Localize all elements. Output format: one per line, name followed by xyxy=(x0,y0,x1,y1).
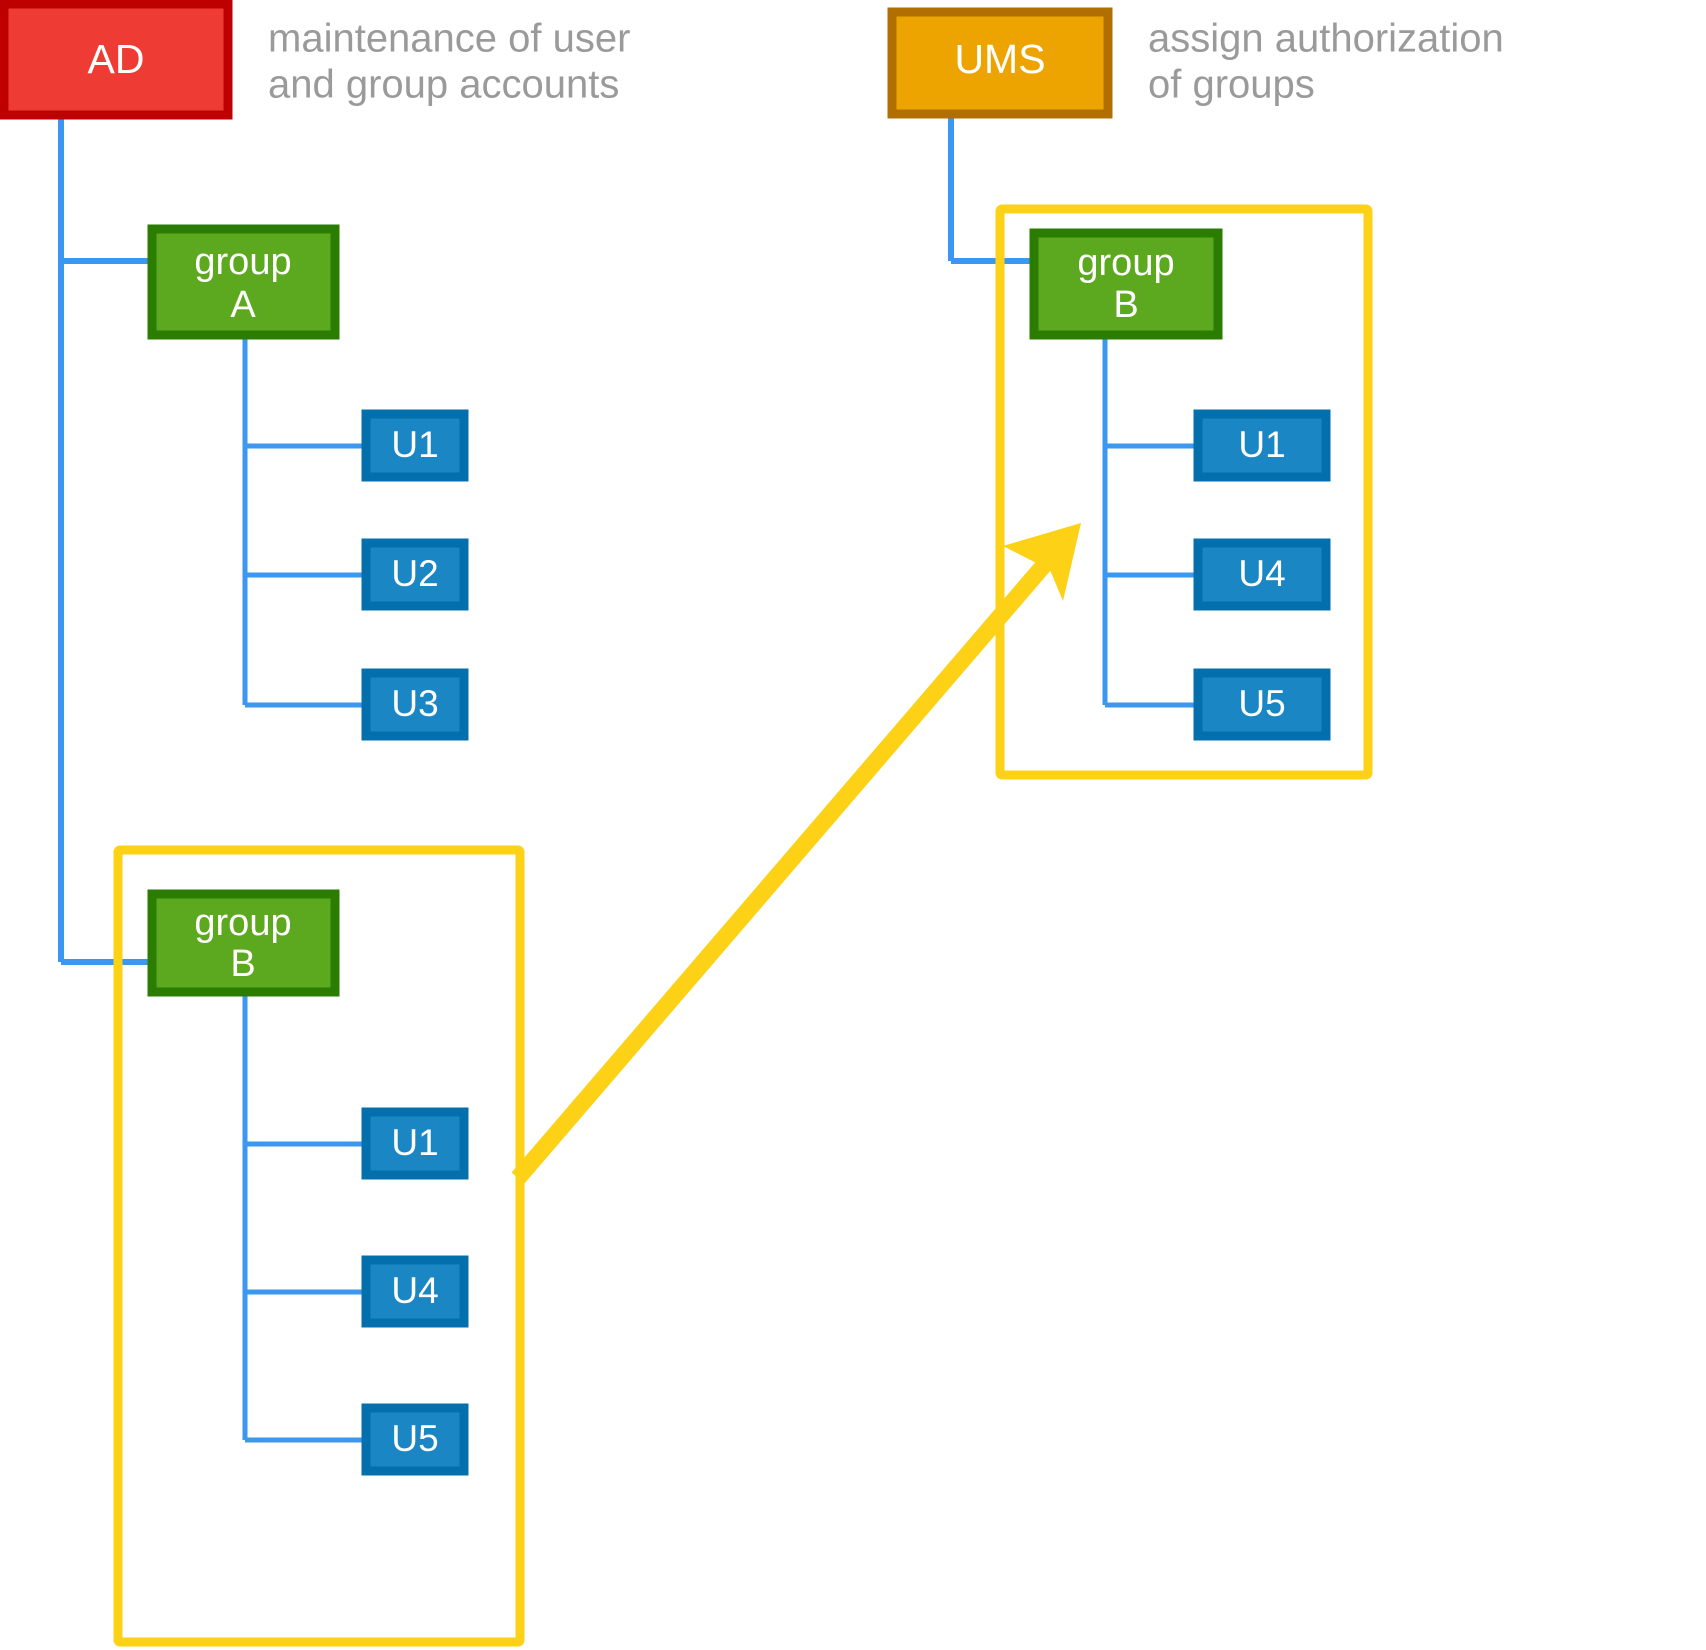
ums-group-b-box[interactable] xyxy=(1029,228,1223,340)
ad-group-b-u5-box[interactable] xyxy=(361,1403,469,1476)
ad-group-b-u1-box[interactable] xyxy=(361,1107,469,1180)
ad-group-a-u3-label: U3 xyxy=(391,683,438,724)
ums-connector-lines xyxy=(948,118,1033,264)
sync-arrow-head xyxy=(1003,523,1081,601)
ad-box[interactable] xyxy=(0,0,233,120)
ad-group-b-box[interactable] xyxy=(147,889,340,997)
ums-group-b-highlight-frame xyxy=(995,204,1373,780)
ums-annotation-line2: of groups xyxy=(1148,63,1315,107)
ums-group-b-u5-label: U5 xyxy=(1238,683,1285,724)
ad-group-b-member-u5[interactable]: U5 xyxy=(361,1403,469,1476)
ad-connector-lines xyxy=(58,119,150,965)
ad-annotation-line2: and group accounts xyxy=(268,63,619,107)
ad-group-b-u4-box[interactable] xyxy=(361,1255,469,1328)
node-ums[interactable]: UMS xyxy=(887,7,1113,119)
ad-annotation-line1: maintenance of user xyxy=(268,17,630,61)
ad-group-a-member-u1[interactable]: U1 xyxy=(361,409,469,482)
ad-group-b-highlight-frame xyxy=(113,845,525,1647)
ad-group-b-connector-lines xyxy=(242,995,364,1443)
ad-group-a-label-word: group xyxy=(194,241,291,283)
ums-group-b-u4-box[interactable] xyxy=(1193,538,1331,611)
ums-group-b-u5-box[interactable] xyxy=(1193,668,1331,741)
node-ad-group-b[interactable]: group B xyxy=(147,889,340,997)
ums-annotation-line1: assign authorization xyxy=(1148,17,1504,61)
ums-group-b-label-word: group xyxy=(1077,242,1174,284)
ad-label: AD xyxy=(88,36,145,82)
ad-group-a-u2-label: U2 xyxy=(391,553,438,594)
ums-box[interactable] xyxy=(887,7,1113,119)
ums-group-b-member-u1[interactable]: U1 xyxy=(1193,409,1331,482)
ad-group-b-u4-label: U4 xyxy=(391,1270,438,1311)
ad-group-b-u1-label: U1 xyxy=(391,1122,438,1163)
ums-group-b-member-u4[interactable]: U4 xyxy=(1193,538,1331,611)
node-ums-group-b[interactable]: group B xyxy=(1029,228,1223,340)
ums-group-b-connector-lines xyxy=(1102,339,1196,708)
node-ad[interactable]: AD xyxy=(0,0,233,120)
ad-group-a-u2-box[interactable] xyxy=(361,538,469,611)
ums-label: UMS xyxy=(954,36,1045,82)
ad-group-b-member-u4[interactable]: U4 xyxy=(361,1255,469,1328)
ums-group-b-u4-label: U4 xyxy=(1238,553,1285,594)
ad-group-a-u1-label: U1 xyxy=(391,424,438,465)
ad-group-a-member-u2[interactable]: U2 xyxy=(361,538,469,611)
ad-group-b-label-word: group xyxy=(194,902,291,944)
group-a-connector-lines xyxy=(242,339,364,708)
ad-group-a-box[interactable] xyxy=(147,224,340,340)
ad-group-b-u5-label: U5 xyxy=(391,1418,438,1459)
node-ad-group-a[interactable]: group A xyxy=(147,224,340,340)
ad-group-a-u3-box[interactable] xyxy=(361,668,469,741)
ad-group-a-member-u3[interactable]: U3 xyxy=(361,668,469,741)
ad-annotation: maintenance of user and group accounts xyxy=(268,17,630,107)
sync-arrow-shaft xyxy=(511,551,1058,1184)
ums-group-b-u1-label: U1 xyxy=(1238,424,1285,465)
ad-group-b-label-letter: B xyxy=(230,943,255,985)
ums-group-b-member-u5[interactable]: U5 xyxy=(1193,668,1331,741)
sync-arrow xyxy=(511,523,1081,1184)
ums-group-b-label-letter: B xyxy=(1113,284,1138,326)
ums-group-b-u1-box[interactable] xyxy=(1193,409,1331,482)
ad-group-a-label-letter: A xyxy=(230,284,256,326)
ad-group-b-member-u1[interactable]: U1 xyxy=(361,1107,469,1180)
ad-group-a-u1-box[interactable] xyxy=(361,409,469,482)
ums-annotation: assign authorization of groups xyxy=(1148,17,1504,107)
